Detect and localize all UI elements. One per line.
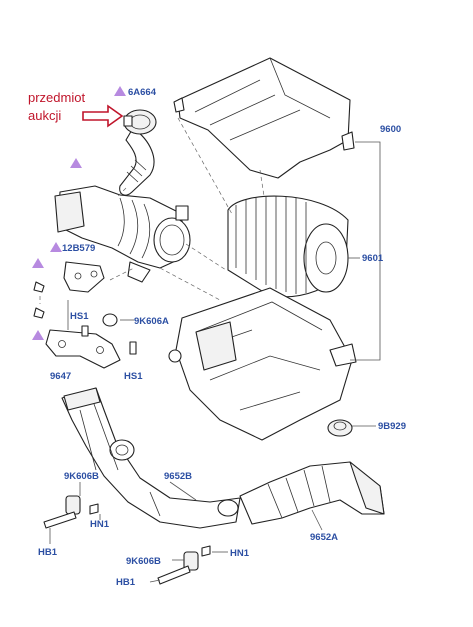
fasteners-lower — [43, 495, 211, 585]
label-9600: 9600 — [380, 124, 401, 135]
inlet-duct-assembly — [54, 185, 191, 283]
label-9652A: 9652A — [310, 532, 338, 543]
resonator-duct-9652B — [61, 387, 241, 529]
label-9B929: 9B929 — [378, 421, 406, 432]
triangle-marker-icon — [50, 242, 62, 252]
label-9652B: 9652B — [164, 471, 192, 482]
note-markers — [32, 86, 126, 340]
red-arrow-icon — [82, 104, 124, 128]
part-labels: 6A664 12B579 HS1 9K606A HS1 9647 9600 96… — [38, 87, 406, 588]
triangle-marker-icon — [114, 86, 126, 96]
label-9K606A: 9K606A — [134, 316, 169, 327]
grommet-9K606B-upper — [65, 495, 81, 515]
intake-duct-9652A — [239, 461, 385, 525]
triangle-marker-icon — [32, 258, 44, 268]
air-cleaner-box — [168, 287, 357, 441]
label-hb1-lower: HB1 — [116, 577, 136, 588]
triangle-marker-icon — [70, 158, 82, 168]
leader-lines — [49, 141, 381, 583]
label-hs1-lower: HS1 — [124, 371, 143, 382]
auction-item-annotation: przedmiot aukcji — [28, 90, 124, 128]
air-filter-element — [227, 195, 349, 298]
bracket-12B579 — [33, 261, 105, 319]
label-9601: 9601 — [362, 253, 384, 264]
label-9K606B-lower: 9K606B — [126, 556, 161, 567]
label-9K606B-upper: 9K606B — [64, 471, 99, 482]
assembly-lines — [39, 117, 265, 304]
label-hn1-upper: HN1 — [90, 519, 110, 530]
label-9647: 9647 — [50, 371, 71, 382]
annotation-line-1: przedmiot — [28, 90, 85, 105]
grommet-9B929 — [327, 419, 353, 437]
annotation-line-2: aukcji — [28, 108, 61, 123]
grommet-9K606A — [102, 313, 118, 327]
label-hn1-lower: HN1 — [230, 548, 250, 559]
air-hose-upper — [119, 109, 157, 196]
grommet-9K606B-lower — [183, 551, 199, 571]
label-12B579: 12B579 — [62, 243, 95, 254]
label-hs1-upper: HS1 — [70, 311, 89, 322]
air-cleaner-cover — [173, 57, 355, 179]
label-hb1-upper: HB1 — [38, 547, 58, 558]
label-6A664: 6A664 — [128, 87, 157, 98]
bracket-9647 — [45, 313, 137, 369]
triangle-marker-icon — [32, 330, 44, 340]
